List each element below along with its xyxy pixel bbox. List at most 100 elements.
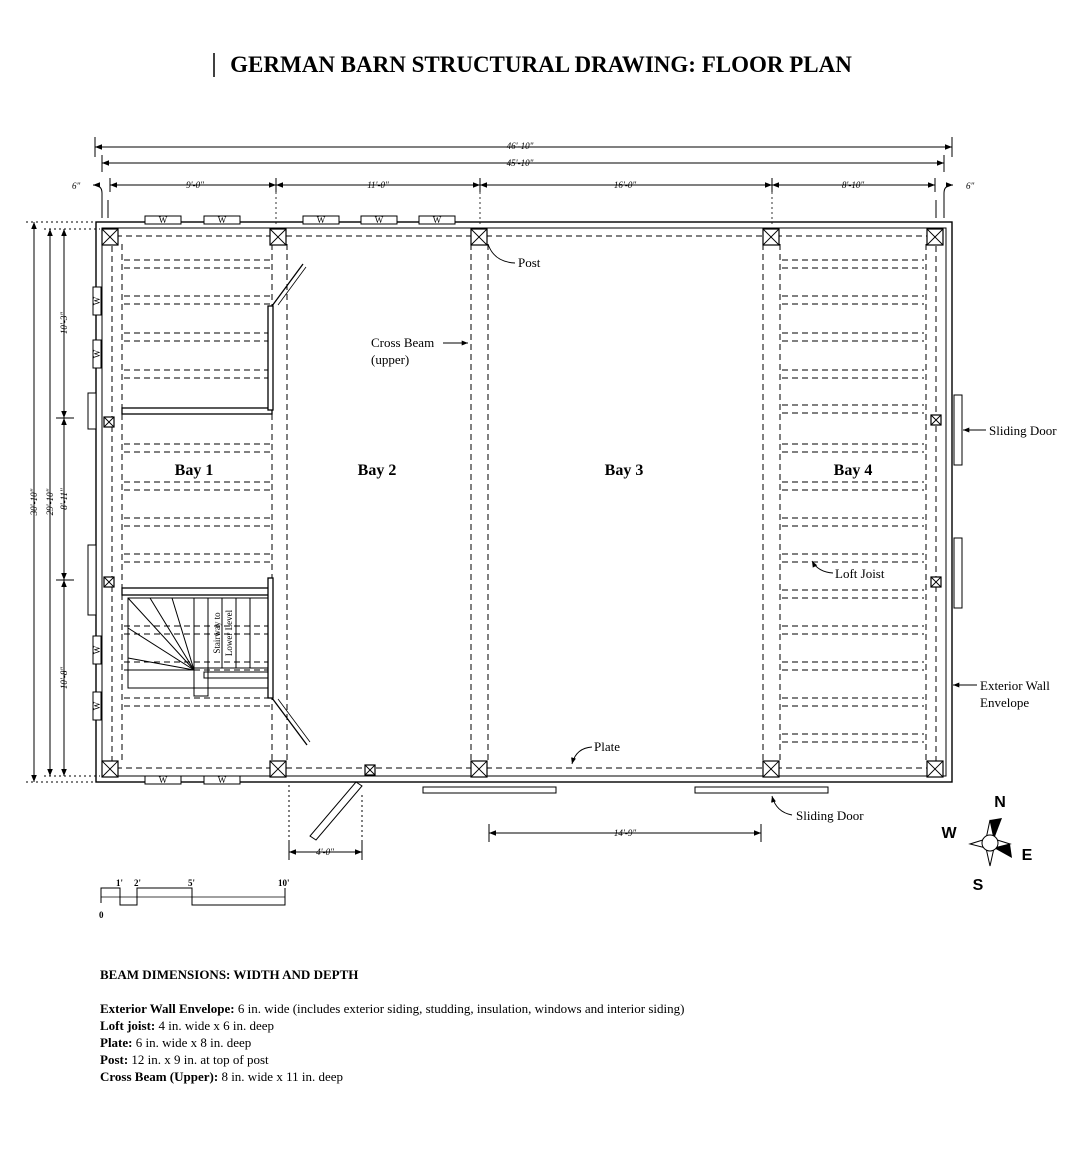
post-cross	[101, 760, 119, 778]
scale-ten: 10'	[278, 878, 290, 888]
dim-label-bay3: 16'-0"	[614, 180, 636, 190]
post-cross	[364, 764, 376, 776]
window-label: W	[159, 215, 168, 225]
window-label: W	[218, 215, 227, 225]
plate-label: Plate	[594, 739, 620, 754]
west-sliding-panel-lower	[87, 544, 97, 616]
door-swing-upper	[271, 263, 304, 307]
post-cross	[470, 228, 488, 246]
window-label: W	[433, 215, 442, 225]
notes-row: Post: 12 in. x 9 in. at top of post	[100, 1051, 1000, 1068]
door-swing-upper-edge	[277, 266, 307, 306]
post-cross	[103, 576, 115, 588]
notes-heading: BEAM DIMENSIONS: WIDTH AND DEPTH	[100, 967, 359, 982]
stairway-label-1: Stairway to	[212, 612, 222, 654]
notes-row: Plate: 6 in. wide x 8 in. deep	[100, 1034, 1000, 1051]
notes-term: Exterior Wall Envelope:	[100, 1001, 235, 1016]
stairway	[127, 597, 269, 697]
south-sliding-door-right	[694, 786, 829, 794]
door-swing-lower-edge	[277, 698, 311, 743]
west-sliding-panel-upper	[87, 392, 97, 430]
compass-rose	[968, 818, 1012, 867]
window-label: W	[92, 645, 102, 654]
exterior-wall-label-1: Exterior Wall	[980, 678, 1050, 693]
window-label: W	[317, 215, 326, 225]
exterior-wall-outer	[95, 221, 953, 783]
post-cross	[930, 576, 942, 588]
cross-beam-label-1: Cross Beam	[371, 335, 434, 350]
window	[92, 691, 102, 721]
window-label: W	[159, 775, 168, 785]
notes-row: Cross Beam (Upper): 8 in. wide x 11 in. …	[100, 1068, 1000, 1085]
dim-label-overall-inner: 45'-10"	[507, 158, 534, 168]
notes-desc: 12 in. x 9 in. at top of post	[128, 1052, 269, 1067]
dim-label-door-opening: 4'-0"	[316, 847, 334, 857]
window-label: W	[375, 215, 384, 225]
window	[144, 775, 182, 785]
cross-beam-label-2: (upper)	[371, 352, 409, 367]
dim-bays	[109, 178, 936, 192]
dim-overall-inner	[101, 155, 945, 172]
bay-label-2: Bay 2	[358, 462, 397, 479]
offset-right-arrow	[943, 182, 954, 218]
cross-beams	[121, 244, 927, 762]
scale-bar	[100, 887, 286, 906]
window-label: W	[218, 775, 227, 785]
offset-left-arrow	[92, 182, 103, 218]
scale-two: 2'	[134, 878, 141, 888]
beam-dimensions-notes: BEAM DIMENSIONS: WIDTH AND DEPTH Exterio…	[100, 966, 1000, 1085]
dim-label-depth-inner: 29'-10"	[45, 488, 55, 515]
notes-term: Post:	[100, 1052, 129, 1067]
dim-depth	[26, 221, 100, 783]
post-label: Post	[518, 255, 541, 270]
posts	[101, 228, 944, 778]
scale-zero: 0	[99, 910, 104, 920]
dim-label-side-top: 10'-3"	[59, 312, 69, 334]
window	[92, 339, 102, 369]
post-cross	[101, 228, 119, 246]
window	[360, 215, 398, 225]
dim-label-depth-outer: 30'-10"	[29, 488, 39, 516]
notes-term: Loft joist:	[100, 1018, 156, 1033]
exterior-wall-inner	[101, 227, 947, 777]
bay1-partition-upper	[267, 305, 274, 411]
notes-row: Loft joist: 4 in. wide x 6 in. deep	[100, 1017, 1000, 1034]
bay1-lower-header	[121, 587, 273, 596]
dim-sliding-door-span	[488, 824, 762, 842]
dim-label-bay2: 11'-0"	[367, 180, 389, 190]
dim-label-bay1: 9'-0"	[186, 180, 204, 190]
notes-term: Plate:	[100, 1035, 133, 1050]
sliding-door-east-label: Sliding Door	[989, 423, 1057, 438]
compass-south: S	[973, 877, 984, 894]
bay-label-3: Bay 3	[605, 462, 644, 479]
notes-desc: 6 in. wide (includes exterior siding, st…	[234, 1001, 685, 1016]
door-swing-lower	[271, 697, 308, 746]
window	[203, 215, 241, 225]
post-cross	[926, 760, 944, 778]
post-leader	[487, 243, 516, 264]
post-cross	[762, 760, 780, 778]
loft-joist-leader	[811, 560, 834, 574]
window	[92, 286, 102, 316]
loft-joists-bay4	[782, 259, 924, 743]
notes-row: Exterior Wall Envelope: 6 in. wide (incl…	[100, 1000, 1000, 1017]
sliding-door-south-label: Sliding Door	[796, 808, 864, 823]
dim-overall-outer	[94, 137, 953, 157]
bay1-partition-lower	[267, 577, 274, 699]
window	[302, 215, 340, 225]
dim-label-side-bottom: 10'-8"	[59, 667, 69, 689]
scale-five: 5'	[188, 878, 195, 888]
compass-east: E	[1022, 847, 1033, 864]
scale-one: 1'	[116, 878, 123, 888]
window	[203, 775, 241, 785]
east-sliding-door-upper	[953, 394, 963, 466]
post-cross	[269, 228, 287, 246]
window-label: W	[92, 296, 102, 305]
south-sliding-door-left	[422, 786, 557, 794]
window-label: W	[92, 701, 102, 710]
window	[418, 215, 456, 225]
bay1-upper-header	[121, 407, 273, 415]
dim-label-side-middle: 8'-11"	[59, 488, 69, 510]
dim-extension-lines	[275, 192, 773, 225]
